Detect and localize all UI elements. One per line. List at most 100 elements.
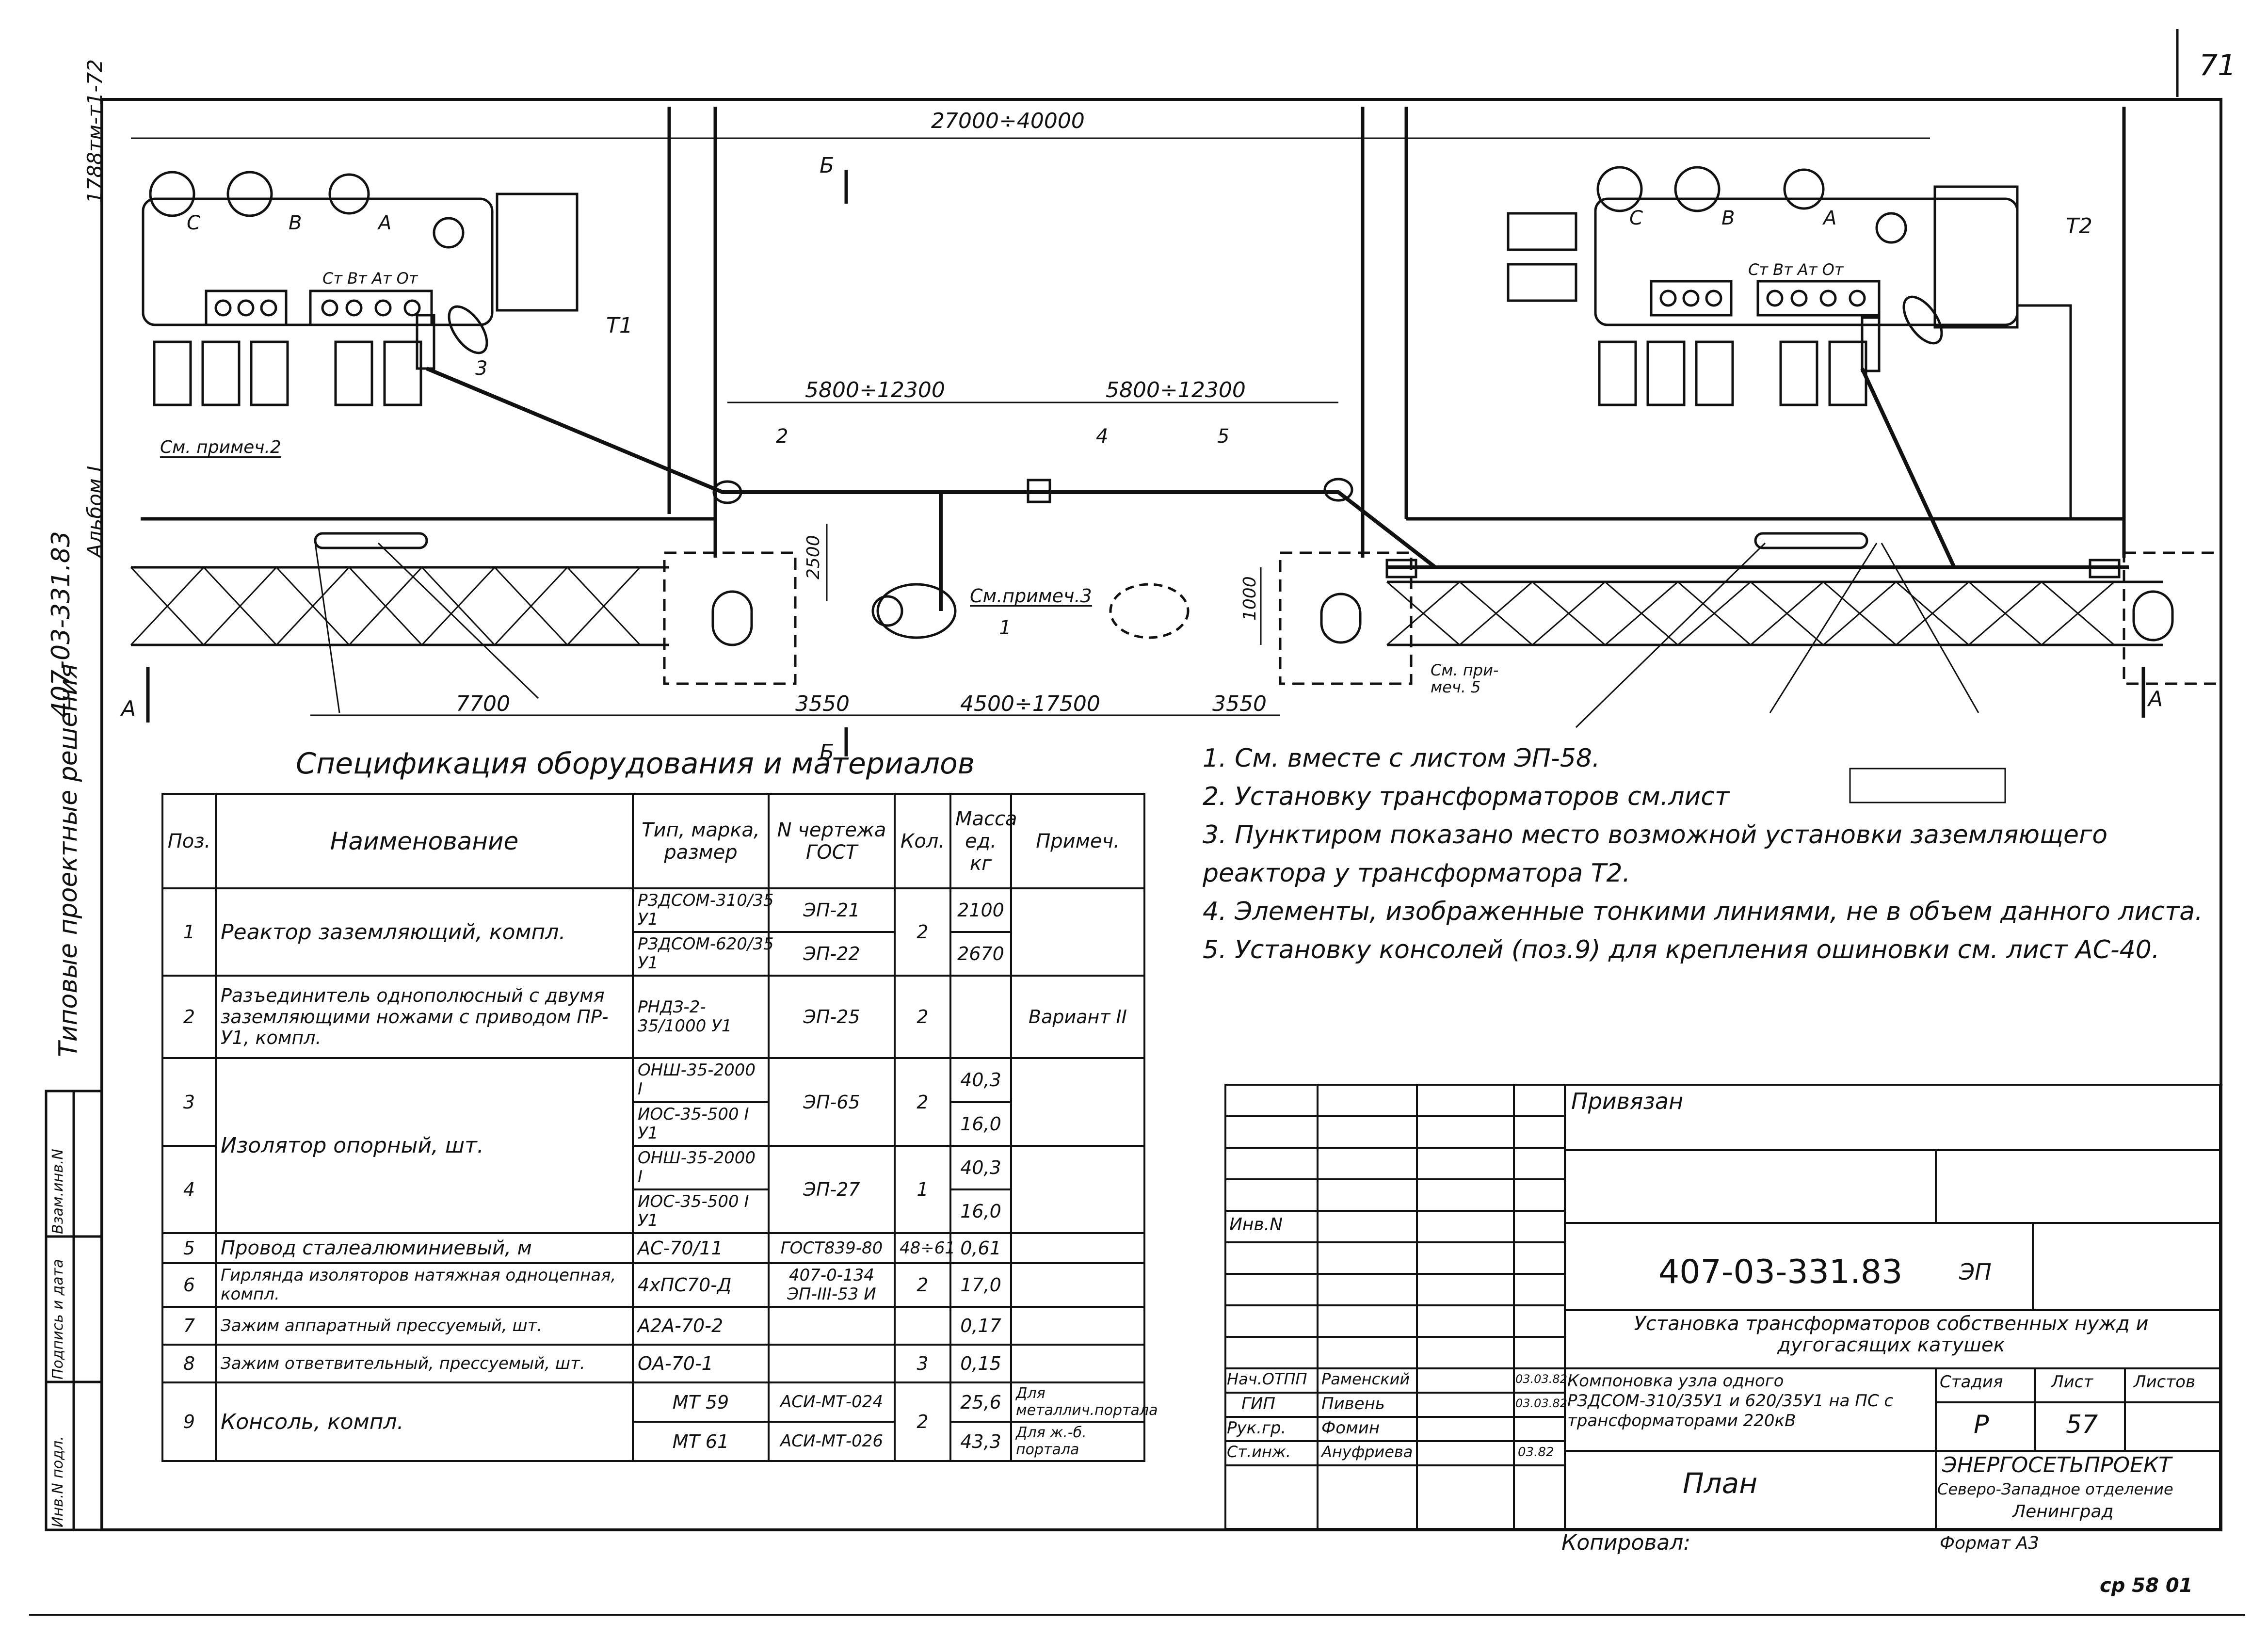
row7-note xyxy=(1010,1306,1145,1346)
note-ref-5: См. при- меч. 5 xyxy=(1431,661,1499,697)
note-ref-3: См.примеч.3 xyxy=(970,585,1092,607)
row3-doc: ЭП-65 xyxy=(768,1057,896,1147)
row8-note xyxy=(1010,1344,1145,1384)
row1-note xyxy=(1010,887,1145,977)
row8-pos: 8 xyxy=(161,1344,217,1384)
table-row: 1 Реактор заземляющий, компл. РЗДСОМ-310… xyxy=(161,887,1145,977)
terminals-left: Ст Вт Ат От xyxy=(322,269,418,288)
row3-mass-b: 16,0 xyxy=(949,1101,1012,1147)
doc-code: 407-03-331.83 xyxy=(1658,1253,1903,1291)
pos-label-5: 5 xyxy=(1217,425,1230,448)
drawing-name: План xyxy=(1683,1467,1758,1500)
header-pos: Поз. xyxy=(161,793,217,889)
privyazan-label: Привязан xyxy=(1571,1088,1684,1114)
table-row: 8 Зажим ответвительный, прессуемый, шт. … xyxy=(161,1344,1145,1384)
spec-title: Спецификация оборудования и материалов xyxy=(296,747,975,781)
org-branch: Северо-Западное отделение xyxy=(1937,1480,2173,1498)
signer-4-date: 03.82 xyxy=(1518,1445,1554,1460)
album-label: Альбом I xyxy=(83,466,107,558)
row9-mass-b: 43,3 xyxy=(949,1421,1012,1462)
signer-4-name: Ануфриева xyxy=(1321,1443,1413,1461)
header-doc: N чертежа ГОСТ xyxy=(768,793,896,889)
row9-qty: 2 xyxy=(894,1381,951,1462)
row2-note: Вариант II xyxy=(1010,975,1145,1060)
row1-type-b: РЗДСОМ-620/35 У1 xyxy=(632,931,774,977)
page-number: 71 xyxy=(2199,48,2236,82)
t1-label: Т1 xyxy=(606,313,633,338)
row9-note-a: Для металлич.портала xyxy=(1010,1381,1158,1423)
row1-qty: 2 xyxy=(894,887,951,977)
row4-doc: ЭП-27 xyxy=(768,1144,896,1235)
copied-label: Копировал: xyxy=(1561,1530,1691,1555)
row9-doc-b: АСИ-МТ-026 xyxy=(768,1421,896,1462)
title-block xyxy=(1224,1084,2221,1530)
row5-mass: 0,61 xyxy=(949,1232,1012,1265)
row5-qty: 48÷61 xyxy=(894,1232,955,1265)
dim-span-right: 5800÷12300 xyxy=(1106,378,1246,402)
org-city: Ленинград xyxy=(2012,1502,2114,1522)
phase-b-right: В xyxy=(1721,207,1735,229)
section-a-right: А xyxy=(2148,687,2163,711)
row9-doc-a: АСИ-МТ-024 xyxy=(768,1381,896,1423)
terminals-right: Ст Вт Ат От xyxy=(1748,260,1844,279)
note-4: 4. Элементы, изображенные тонкими линиям… xyxy=(1203,897,2203,927)
row9-type-a: МТ 59 xyxy=(632,1381,770,1423)
note-2: 2. Установку трансформаторов см.лист xyxy=(1203,782,1730,812)
table-row: 5 Провод сталеалюминиевый, м АС-70/11 ГО… xyxy=(161,1232,1145,1265)
row6-pos: 6 xyxy=(161,1262,217,1308)
row4-type-b: ИОС-35-500 I У1 xyxy=(632,1188,770,1235)
dim-3550-left: 3550 xyxy=(795,691,850,716)
t2-label: Т2 xyxy=(2066,214,2092,239)
dim-4500: 4500÷17500 xyxy=(960,691,1100,716)
section-b-top: Б xyxy=(820,153,835,178)
dim-span-left: 5800÷12300 xyxy=(805,378,945,402)
row6-qty: 2 xyxy=(894,1262,951,1308)
header-qty: Кол. xyxy=(894,793,951,889)
row1-type-a: РЗДСОМ-310/35 У1 xyxy=(632,887,774,933)
row6-type: 4хПС70-Д xyxy=(632,1262,770,1308)
row8-mass: 0,15 xyxy=(949,1344,1012,1384)
table-row: 2 Разъединитель однополюсный с двумя заз… xyxy=(161,975,1145,1060)
row9-type-b: МТ 61 xyxy=(632,1421,770,1462)
row4-pos: 4 xyxy=(161,1144,217,1235)
row5-doc: ГОСТ839-80 xyxy=(768,1232,896,1265)
note-ref-2: См. примеч.2 xyxy=(160,437,281,458)
doc-subtitle: Компоновка узла одного РЗДСОМ-310/35У1 и… xyxy=(1567,1371,1894,1430)
doc-title: Установка трансформаторов собственных ну… xyxy=(1634,1313,2149,1356)
stamp-col-2: Подпись и дата xyxy=(49,1259,66,1380)
row7-qty xyxy=(894,1306,951,1346)
row4-note xyxy=(1010,1144,1145,1235)
row8-type: ОА-70-1 xyxy=(632,1344,770,1384)
sheet-label: Лист xyxy=(2051,1372,2093,1392)
stamp-col-1: Инв.N подл. xyxy=(49,1436,66,1527)
notes: 1. См. вместе с листом ЭП-58. 2. Установ… xyxy=(1203,739,2221,969)
table-row: 4 ОНШ-35-2000 I ЭП-27 1 40,3 xyxy=(161,1144,1145,1235)
org-name: ЭНЕРГОСЕТЬПРОЕКТ xyxy=(1942,1453,2172,1477)
section-b-bottom: Б xyxy=(820,740,835,765)
sheets-label: Листов xyxy=(2134,1372,2196,1392)
dim-1000: 1000 xyxy=(1240,576,1260,621)
row4-mass-a: 40,3 xyxy=(949,1144,1012,1190)
pos-label-3: 3 xyxy=(475,357,488,380)
phase-a-right: А xyxy=(1823,207,1837,229)
stage-label: Стадия xyxy=(1940,1372,2003,1392)
row6-note xyxy=(1010,1262,1145,1308)
row6-doc-a: 407-0-134 xyxy=(789,1266,874,1285)
table-row: 6 Гирлянда изоляторов натяжная одноцепна… xyxy=(161,1262,1145,1308)
row1-doc-b: ЭП-22 xyxy=(768,931,896,977)
dim-overall: 27000÷40000 xyxy=(931,109,1085,133)
signer-1-name: Раменский xyxy=(1321,1370,1410,1388)
table-row: 9 Консоль, компл. МТ 59 АСИ-МТ-024 2 25,… xyxy=(161,1381,1158,1462)
row2-name: Разъединитель однополюсный с двумя зазем… xyxy=(215,975,634,1060)
row3-type-b: ИОС-35-500 I У1 xyxy=(632,1101,770,1147)
row8-name: Зажим ответвительный, прессуемый, шт. xyxy=(215,1344,634,1384)
row5-pos: 5 xyxy=(161,1232,217,1265)
signer-2-date: 03.03.82 xyxy=(1515,1397,1567,1410)
row3-type-a: ОНШ-35-2000 I xyxy=(632,1057,770,1103)
signer-1-role: Нач.ОТПП xyxy=(1227,1370,1307,1388)
row5-type: АС-70/11 xyxy=(632,1232,770,1265)
row1-mass-a: 2100 xyxy=(949,887,1012,933)
row7-doc xyxy=(768,1306,896,1346)
inv-label: Инв.N xyxy=(1229,1215,1283,1235)
